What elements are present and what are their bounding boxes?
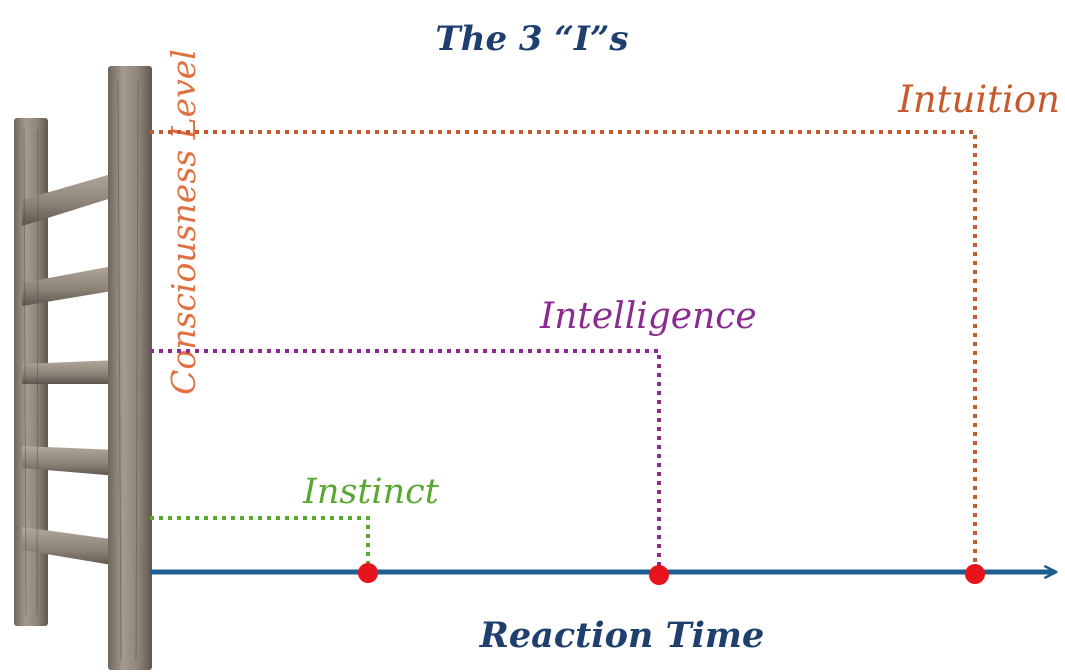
- instinct-label: Instinct: [302, 472, 440, 512]
- ladder-rungs: [22, 172, 118, 566]
- level-intelligence: Intelligence: [150, 296, 757, 585]
- instinct-marker: [358, 563, 378, 583]
- intelligence-guide-line: [150, 349, 661, 568]
- intuition-guide-line: [150, 130, 977, 568]
- level-intuition: Intuition: [150, 78, 1060, 584]
- intelligence-marker: [649, 565, 669, 585]
- intuition-label: Intuition: [897, 78, 1060, 121]
- instinct-guide-line: [150, 516, 370, 568]
- diagram-title: The 3 “I”s: [435, 19, 628, 59]
- intelligence-label: Intelligence: [539, 296, 757, 337]
- ladder-front-rail: [108, 66, 152, 670]
- x-axis-label: Reaction Time: [479, 615, 764, 656]
- wooden-ladder: [14, 66, 152, 670]
- y-axis-label: Consciousness Level: [164, 49, 203, 395]
- intuition-marker: [965, 564, 985, 584]
- level-instinct: Instinct: [150, 472, 440, 583]
